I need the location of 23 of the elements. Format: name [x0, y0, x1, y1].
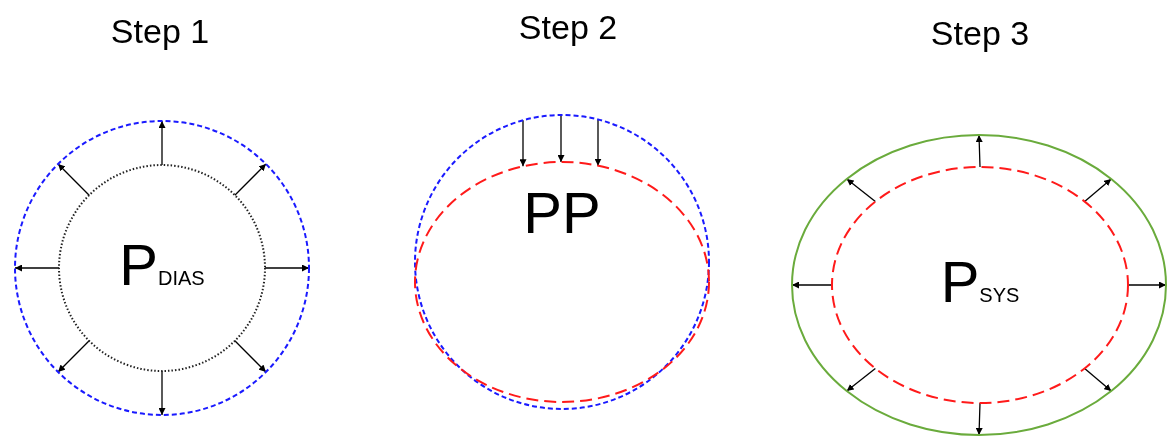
- arrow: [846, 367, 876, 392]
- arrow: [975, 134, 983, 168]
- arrow: [1084, 178, 1112, 203]
- arrow: [594, 118, 602, 167]
- arrow: [158, 120, 166, 166]
- step-title: Step 3: [930, 14, 1030, 53]
- arrow: [1127, 281, 1167, 289]
- arrow: [234, 163, 267, 196]
- arrow: [1084, 367, 1112, 392]
- step-title: Step 2: [518, 8, 618, 47]
- arrow: [57, 340, 90, 373]
- arrow: [14, 264, 60, 272]
- arrow: [519, 119, 527, 167]
- arrow: [158, 370, 166, 416]
- arrow: [846, 178, 876, 203]
- arrow: [791, 281, 833, 289]
- arrow: [234, 340, 267, 373]
- arrow: [264, 264, 310, 272]
- arrow: [557, 114, 565, 163]
- pressure-label: PP: [523, 184, 601, 242]
- step-title: Step 1: [110, 12, 210, 51]
- arrow: [975, 402, 983, 436]
- arrow: [57, 163, 90, 196]
